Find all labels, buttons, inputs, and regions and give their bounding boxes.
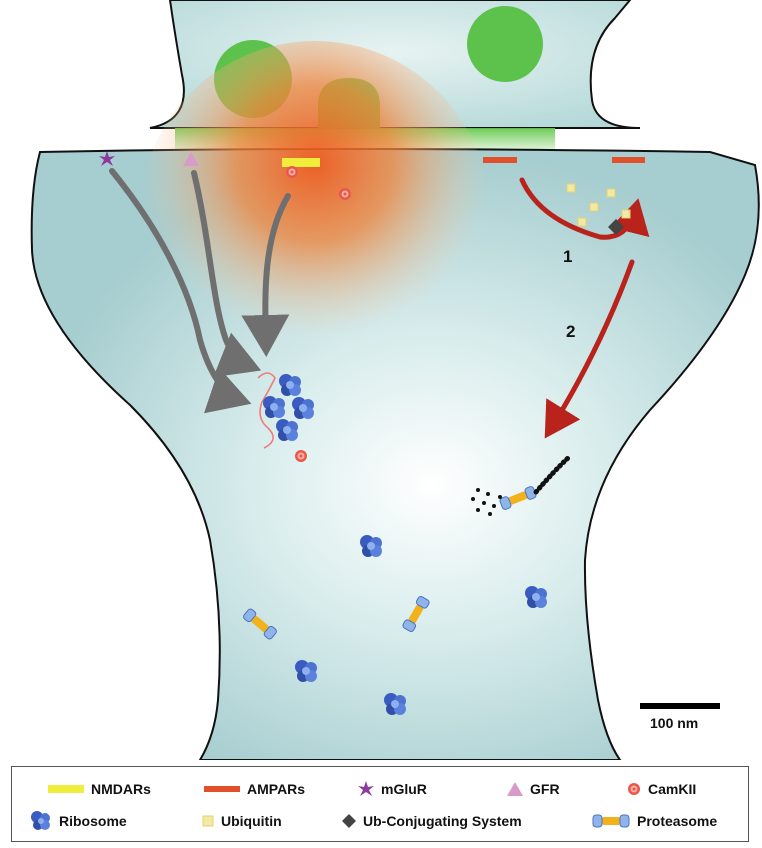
polysome-ribosome-2 — [263, 396, 285, 418]
legend-label-proteasome: Proteasome — [637, 813, 717, 829]
free-ribosome-2 — [525, 586, 547, 608]
legend-item-ub-conjugating-system: Ub-Conjugating System — [342, 810, 522, 832]
diamond-icon — [342, 814, 356, 828]
legend-item-gfr: GFR — [507, 778, 560, 800]
yellow-bar-icon — [48, 785, 84, 793]
nmdar-receptor — [282, 158, 320, 167]
free-ribosome-4 — [384, 693, 406, 715]
polysome-ribosome-4 — [276, 419, 298, 441]
proteasome-icon — [592, 814, 630, 828]
legend-item-nmdars: NMDARs — [48, 778, 151, 800]
legend-label-ribosome: Ribosome — [59, 813, 127, 829]
legend-label-mglur: mGluR — [381, 781, 427, 797]
free-ribosome-3 — [295, 660, 317, 682]
ampar-receptor-2 — [612, 157, 645, 163]
legend-item-ampars: AMPARs — [204, 778, 305, 800]
free-ribosome-1 — [360, 535, 382, 557]
polysome-ribosome-1 — [279, 374, 301, 396]
legend-item-camkii: CamKII — [627, 778, 696, 800]
legend-item-mglur: mGluR — [358, 778, 427, 800]
synapse-diagram: 1 2 100 nm — [0, 0, 762, 760]
ubiquitin-icon — [202, 815, 214, 827]
camkii-at-nmdar — [286, 166, 298, 178]
ribosome-icon — [30, 810, 52, 832]
ubiquitin-2 — [607, 189, 615, 197]
legend-label-ampars: AMPARs — [247, 781, 305, 797]
legend-label-ubiquitin: Ubiquitin — [221, 813, 282, 829]
camkii-free-2 — [295, 450, 307, 462]
camkii-free-1 — [339, 188, 351, 200]
legend: NMDARs AMPARs mGluR GFR CamKII Ribosome … — [11, 766, 749, 842]
ubiquitin-5 — [578, 218, 586, 226]
step-label-2: 2 — [566, 322, 575, 341]
pink-triangle-icon — [507, 782, 523, 796]
legend-label-gfr: GFR — [530, 781, 560, 797]
legend-label-nmdars: NMDARs — [91, 781, 151, 797]
purple-star-icon — [358, 781, 374, 797]
legend-label-ub-conjugating-system: Ub-Conjugating System — [363, 813, 522, 829]
ampar-receptor-1 — [483, 157, 517, 163]
ubiquitin-3 — [590, 203, 598, 211]
scale-bar-label: 100 nm — [650, 715, 698, 731]
ubiquitin-1 — [567, 184, 575, 192]
legend-item-ubiquitin: Ubiquitin — [202, 810, 282, 832]
legend-item-ribosome: Ribosome — [30, 810, 127, 832]
legend-label-camkii: CamKII — [648, 781, 696, 797]
scale-bar — [640, 703, 720, 709]
ubiquitin-4 — [622, 210, 630, 218]
polysome-ribosome-3 — [292, 397, 314, 419]
synaptic-vesicle-2 — [467, 6, 543, 82]
red-flower-icon — [627, 782, 641, 796]
step-label-1: 1 — [563, 247, 572, 266]
orange-bar-icon — [204, 786, 240, 792]
legend-item-proteasome: Proteasome — [592, 810, 717, 832]
